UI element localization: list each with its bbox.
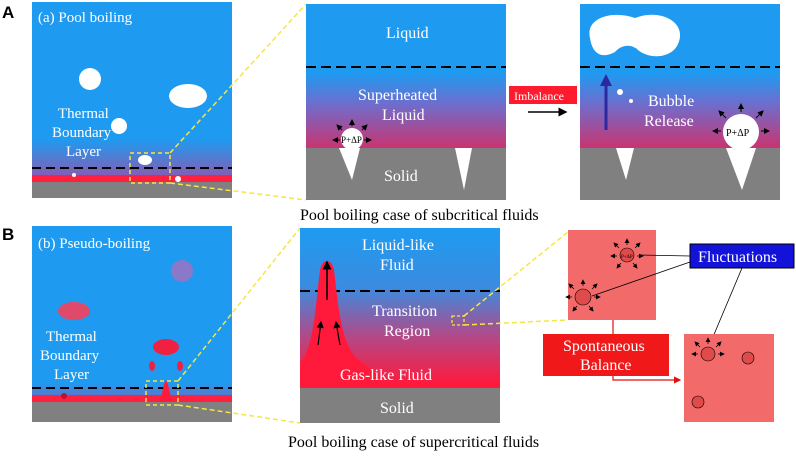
panel-b-zoom: Liquid-like Fluid Transition Region Gas-… — [300, 228, 500, 423]
svg-text:P+ΔP: P+ΔP — [621, 255, 633, 260]
zoom-a-superheated-line2: Liquid — [382, 107, 425, 124]
panel-a-boundary-line1: Thermal — [58, 106, 109, 122]
panel-a-boundary-line2: Boundary — [52, 125, 112, 141]
zoom-a-superheated-line1: Superheated — [358, 87, 437, 104]
zoom-b-gas-like-label: Gas-like Fluid — [340, 367, 432, 384]
zoom-b-transition-line1: Transition — [372, 303, 437, 320]
fluctuations-label: Fluctuations — [698, 249, 777, 266]
panel-a-boundary-line3: Layer — [66, 144, 101, 160]
panel-a-overview: (a) Pool boiling Thermal Boundary Layer — [32, 2, 232, 198]
panel-b-boundary-line3: Layer — [54, 367, 89, 383]
zoom-a-solid-label: Solid — [384, 168, 418, 185]
zoom-a-liquid-label: Liquid — [386, 25, 429, 42]
panel-b-letter: B — [2, 225, 14, 244]
zoom-b-liquid-like-line2: Fluid — [380, 257, 414, 274]
imbalance-indicator: Imbalance — [509, 86, 577, 117]
release-bubble — [723, 114, 759, 150]
release-line2: Release — [644, 113, 694, 130]
panel-b-subtitle: (b) Pseudo-boiling — [38, 236, 151, 252]
panel-a-subtitle: (a) Pool boiling — [38, 10, 133, 26]
imbalance-label: Imbalance — [514, 89, 564, 103]
fluctuations-tag: Fluctuations — [591, 243, 795, 345]
panel-a-release: Bubble Release P+ΔP — [580, 4, 780, 200]
zoom-b-focus-box — [451, 315, 465, 326]
panel-b-boundary-line1: Thermal — [46, 329, 97, 345]
panel-b-overview: (b) Pseudo-boiling Thermal Boundary Laye… — [32, 226, 232, 422]
zoom-a-bubble-nucleus — [341, 128, 363, 150]
balanced-box — [684, 334, 774, 422]
release-line1: Bubble — [648, 93, 694, 110]
panel-b-boundary-line2: Boundary — [40, 348, 100, 364]
balance-line1: Spontaneous — [563, 338, 645, 355]
zoom-b-transition-line2: Region — [384, 323, 430, 340]
caption-b: Pool boiling case of supercritical fluid… — [288, 434, 539, 451]
fluctuation-box: P+ΔP — [565, 230, 656, 320]
panel-a-letter: A — [2, 3, 14, 22]
zoom-a-pressure-label: P+ΔP — [341, 135, 362, 145]
panel-a-zoom: Liquid Superheated Liquid P+ΔP Solid — [306, 4, 506, 200]
release-pressure-label: P+ΔP — [726, 128, 750, 139]
panel-b-zoom-box — [145, 380, 179, 406]
zoom-b-liquid-like-line1: Liquid-like — [362, 237, 434, 254]
spontaneous-balance-tag: Spontaneous Balance — [543, 320, 682, 384]
zoom-b-solid-label: Solid — [380, 400, 414, 417]
caption-a: Pool boiling case of subcritical fluids — [300, 207, 539, 224]
balance-line2: Balance — [580, 357, 632, 374]
